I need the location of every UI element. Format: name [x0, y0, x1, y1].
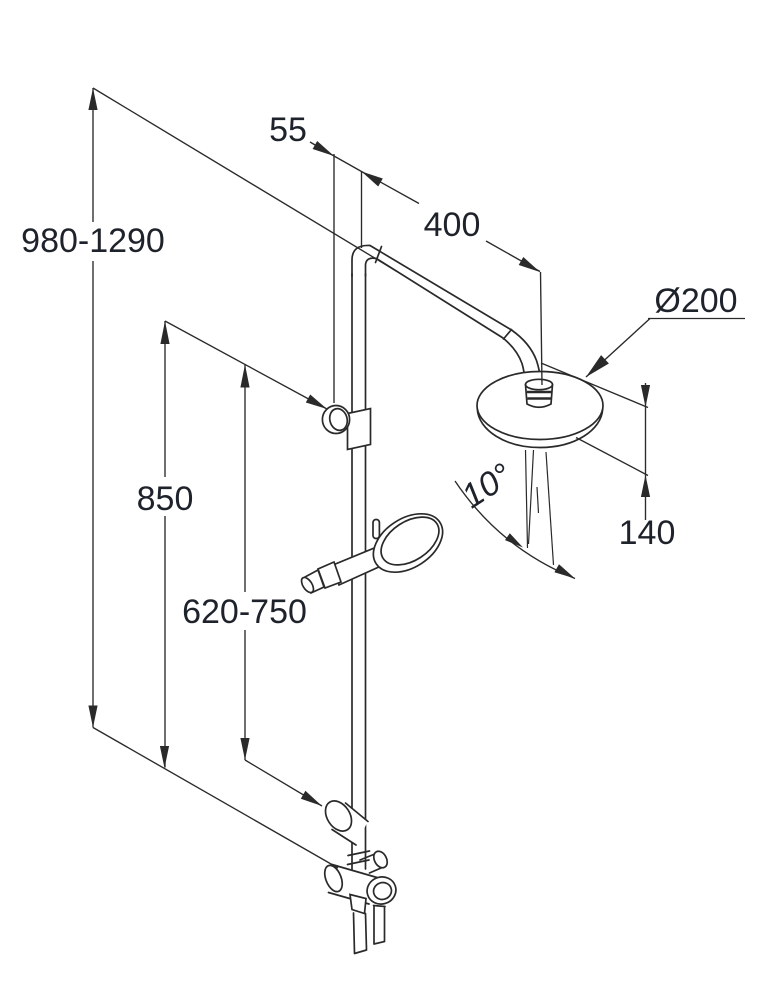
arm-extension-at-head — [539, 271, 543, 386]
head-drop-lower-reference — [575, 436, 649, 477]
rail-bracket-upper — [321, 404, 372, 451]
upper-bracket-flange-outer — [321, 404, 351, 435]
diverter-tee — [323, 850, 397, 906]
hand-shower — [300, 512, 444, 595]
dim-overall-height — [92, 87, 398, 869]
rail-bracket-lower — [324, 800, 371, 866]
spray-axis-tilted — [545, 451, 555, 566]
label-arm-length: 400 — [424, 206, 481, 244]
label-hand-shower-height: 620-750 — [182, 593, 307, 631]
lower-bracket-cap — [324, 800, 353, 832]
tee-right-cap-inner — [372, 881, 393, 901]
arrow-hand-bottom-icon — [240, 738, 250, 760]
spray-axis-vertical-2 — [527, 449, 535, 545]
arrow-angle-arc-mid-icon — [505, 533, 523, 548]
arrow-bracket-lower-icon — [300, 790, 322, 806]
pipe-seams — [346, 850, 371, 866]
arm-end-seam — [502, 328, 513, 340]
arrow-arm-left-icon — [361, 171, 383, 187]
tee-left-cap — [323, 864, 344, 893]
spray-lines — [524, 449, 555, 566]
dimension-labels: 980-1290 55 400 Ø200 850 620-750 140 10° — [21, 111, 737, 631]
right-hose — [372, 904, 386, 945]
lower-bracket-edges — [331, 802, 369, 846]
arrow-offset-left-icon — [312, 141, 334, 156]
arrow-arm-right-icon — [518, 257, 540, 272]
head-drop-upper-reference — [540, 362, 649, 409]
arm-outer-edge — [351, 244, 542, 383]
arrow-hand-top-icon — [240, 364, 250, 388]
dim-head-diameter — [585, 317, 745, 378]
arrow-rail-top-icon — [160, 321, 170, 344]
label-head-diameter: Ø200 — [654, 282, 737, 320]
arrow-overall-bottom-icon — [88, 705, 98, 728]
spray-axis-vertical — [524, 449, 529, 549]
rail-height-top-extension — [164, 320, 328, 410]
head-nut-ridges — [527, 390, 552, 400]
arrow-angle-arc-end-icon — [554, 564, 575, 579]
shower-arm — [351, 244, 542, 383]
arrowheads — [88, 88, 651, 806]
label-head-drop: 140 — [619, 514, 676, 552]
arrow-drop-bottom-icon — [640, 475, 651, 497]
dim-wall-offset-and-arm — [309, 141, 543, 403]
hand-shower-ferrule — [316, 560, 343, 590]
head-nut-body — [524, 383, 554, 409]
arm-inner-edge — [364, 257, 526, 383]
tee-stub-cap — [372, 850, 389, 869]
arrow-bracket-upper-icon — [305, 394, 327, 409]
overhead-shower-head — [476, 370, 604, 449]
head-disc-rim — [476, 408, 604, 449]
head-nut-top — [524, 378, 554, 391]
left-hose-connector — [348, 893, 367, 915]
left-hose — [352, 912, 368, 955]
upper-bracket-flange-inner — [328, 407, 349, 432]
arrow-rail-bottom-icon — [159, 746, 170, 768]
overall-height-top-extension — [92, 87, 398, 273]
holder-peg — [372, 518, 381, 540]
label-wall-offset: 55 — [269, 111, 307, 149]
spray-center-dash — [536, 486, 540, 514]
label-rail-height: 850 — [137, 480, 194, 518]
hand-shower-head-inner — [380, 516, 440, 566]
shower-hoses — [348, 893, 386, 955]
dim-rail-height — [164, 320, 328, 768]
label-spray-angle: 10° — [455, 456, 519, 516]
hand-shower-head-outer — [372, 512, 444, 574]
upper-bracket-sleeve — [346, 407, 372, 451]
hand-shower-nipple-cap — [300, 576, 315, 594]
arrow-drop-top-icon — [640, 385, 651, 407]
arrow-diameter-leader-icon — [586, 355, 609, 377]
arrow-overall-top-icon — [88, 88, 98, 110]
overall-height-bottom-extension — [92, 726, 339, 869]
label-overall-height: 980-1290 — [21, 222, 165, 260]
